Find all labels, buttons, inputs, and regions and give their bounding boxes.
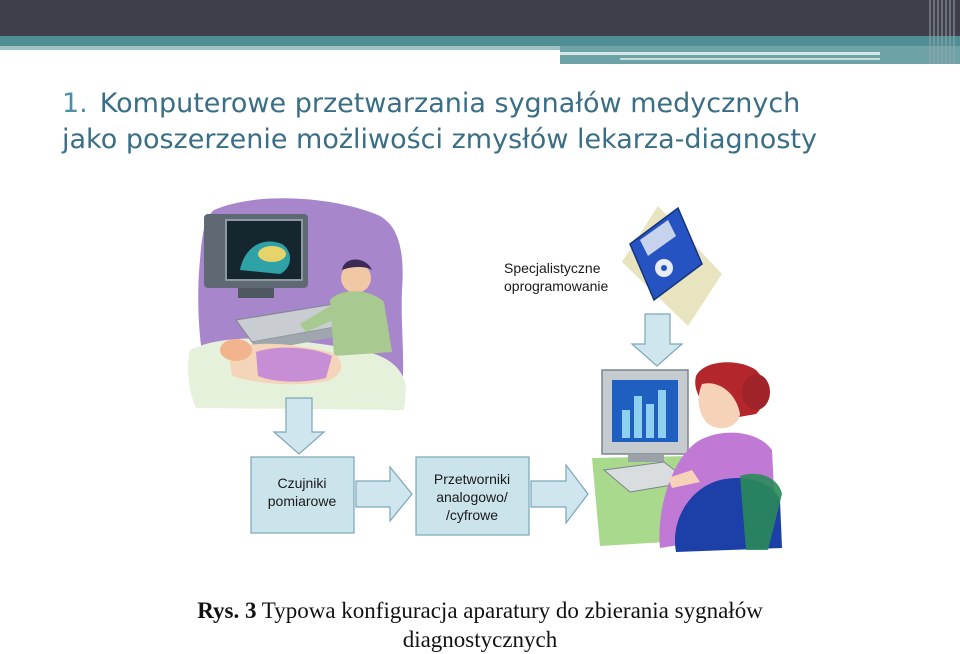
caption-text-line-2: diagnostycznych [402, 627, 558, 652]
arrow-down-left [272, 397, 326, 455]
software-label-1: Specjalistyczne [504, 260, 601, 276]
sensors-box-label-2: pomiarowe [268, 493, 337, 509]
arrow-right-2 [530, 463, 589, 525]
converters-box-label-2: analogowo/ [436, 489, 508, 505]
ultrasound-exam-illustration [188, 198, 406, 410]
sensors-box: Czujniki pomiarowe [250, 456, 355, 534]
acquisition-diagram: Czujniki pomiarowe Przetworniki analogow… [188, 198, 782, 552]
sensors-box-label-1: Czujniki [277, 475, 326, 491]
caption-prefix: Rys. 3 [197, 598, 257, 623]
converters-box: Przetworniki analogowo/ /cyfrowe [415, 456, 530, 536]
arrow-down-right [630, 313, 684, 367]
computer-operator-illustration [592, 362, 782, 552]
page-title: 1. Komputerowe przetwarzania sygnałów med… [62, 86, 942, 158]
software-label-2: oprogramowanie [504, 278, 608, 294]
caption-text: Typowa konfiguracja aparatury do zbieran… [261, 598, 763, 623]
converters-box-label-3: /cyfrowe [446, 507, 498, 523]
arrow-right-1 [355, 465, 413, 523]
title-line-1: Komputerowe przetwarzania sygnałów medyc… [99, 88, 801, 119]
figure-caption: Rys. 3 Typowa konfiguracja aparatury do … [0, 596, 960, 654]
header-band [0, 0, 960, 64]
title-line-2: jako poszerzenie możliwości zmysłów leka… [62, 124, 817, 155]
floppy-disk-icon [622, 206, 722, 326]
title-number: 1. [62, 88, 88, 119]
converters-box-label-1: Przetworniki [434, 471, 510, 487]
